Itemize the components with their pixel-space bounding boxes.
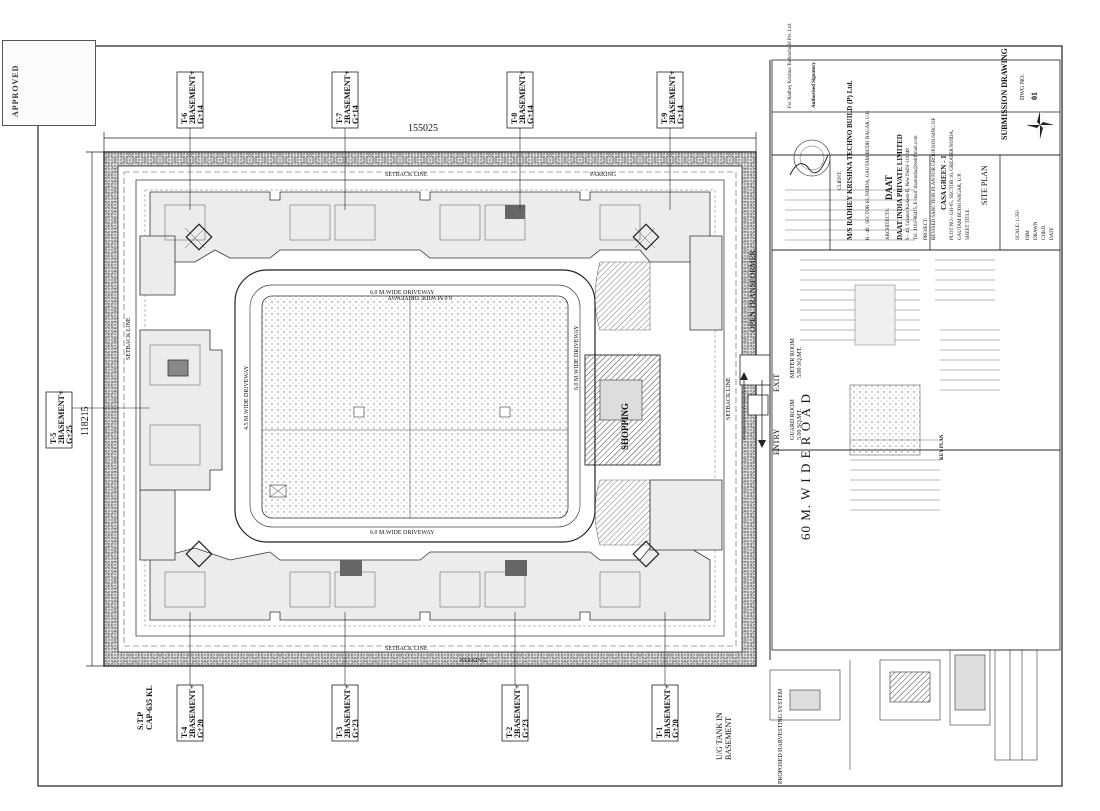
client-address: B - 49 , SECTOR 63, NOIDA, GAUTAM BUDH N…: [866, 110, 871, 240]
sheet-title-caption: SHEET TITLE: [966, 209, 971, 240]
client-name: M/S RADHEY KRISHNA TECHNO BUILD (P) Ltd.: [846, 80, 854, 240]
stamp-approved-text: APPROVED: [11, 64, 20, 117]
dim-caption: DIM: [1026, 230, 1031, 240]
dwg-no-caption: DWG NO.: [1020, 74, 1026, 100]
approval-stamp: APPROVED: [2, 40, 96, 126]
shopping-label: SHOPPING: [620, 402, 630, 450]
sheet-border: [37, 45, 1063, 787]
project-name: CASA GREEN - 1: [940, 155, 948, 210]
architects-caption: ARCHITECTS:: [886, 207, 891, 240]
architect-logo: DAAT: [884, 175, 894, 200]
driveway-label-bottom: 6.0 M.WIDE DRIVEWAY: [370, 530, 435, 536]
exit-label: EXIT: [772, 373, 781, 392]
parking-label-bottom: PARKING: [460, 658, 487, 664]
key-plan-caption: KEY PLAN: [940, 434, 945, 460]
architect-name: DAAT INDIA PRIVATE LIMITED: [896, 134, 904, 240]
date-caption: DATE: [1050, 227, 1055, 240]
architect-contact: Tel: 4163-86415, E-mail :daatindia@redif…: [914, 135, 919, 240]
central-green: [261, 295, 569, 519]
key-plan-graphic: [849, 384, 921, 456]
parking-label-top: PARKING: [590, 172, 617, 178]
ugt-label: U/G TANK IN BASEMENT: [715, 712, 733, 760]
plot-address: PLOT NO.- GH-05, SECTOR 16, GREATER NOID…: [950, 129, 955, 240]
driveway-label-top: 6.0 M.WIDE DRIVEWAY: [370, 290, 435, 296]
open-transformer-label: OPEN TRANSFORMER: [748, 250, 757, 332]
sheet-title: SITE PLAN: [980, 165, 989, 205]
signatory-for: For Radhey Krishna Technobuild Pvt. Ltd.: [788, 22, 793, 108]
client-caption: CLIENT:: [838, 171, 843, 190]
road-label: 60 M. W I D E R O A D: [798, 393, 813, 540]
setback-label-right: SETBACK LINE: [726, 377, 732, 421]
signatory: Authorised Signatory: [812, 62, 817, 108]
signature: [789, 154, 829, 176]
architect-seal: [793, 139, 831, 177]
dwg-no: 01: [1030, 92, 1039, 100]
plot-city: GAUTAM BUDH NAGAR, U.P.: [958, 173, 963, 240]
scale: SCALE: 1:350: [1016, 210, 1021, 240]
setback-label-left: SETBACK LINE: [126, 317, 132, 361]
checked-caption: CHKD.: [1042, 224, 1047, 240]
project-caption: PROJECT:: [924, 217, 929, 240]
driveway-label-inner: 6.0 M.WIDE DRIVEWAY: [387, 294, 452, 300]
submission-status: SUBMISSION DRAWING: [1000, 48, 1009, 140]
overall-depth-label: 118215: [80, 406, 91, 436]
setback-label-bottom: SETBACK LINE: [385, 646, 428, 652]
shopping-block: [584, 354, 661, 466]
rainwater-harvesting-label: PROPOSED HARVESTING SYSTEM: [778, 688, 784, 784]
drawn-caption: DRAWN: [1034, 221, 1039, 241]
overall-width-label: 155025: [408, 123, 438, 134]
driveway-label-left: 4.5 M.WIDE DRIVEWAY: [244, 365, 250, 430]
left-tower-block: [139, 329, 223, 491]
project-description: REVISED SANCTION PLAN FOR GROUP HOUSING …: [932, 117, 937, 240]
architect-address: S - 43, Greater Kailash-II, New Delhi-11…: [906, 148, 911, 240]
driveway-label-right: 6.0 M.WIDE DRIVEWAY: [574, 325, 580, 390]
entry-label: ENTRY: [772, 428, 781, 455]
north-arrow-icon: [1026, 111, 1054, 139]
setback-label-top: SETBACK LINE: [385, 172, 428, 178]
